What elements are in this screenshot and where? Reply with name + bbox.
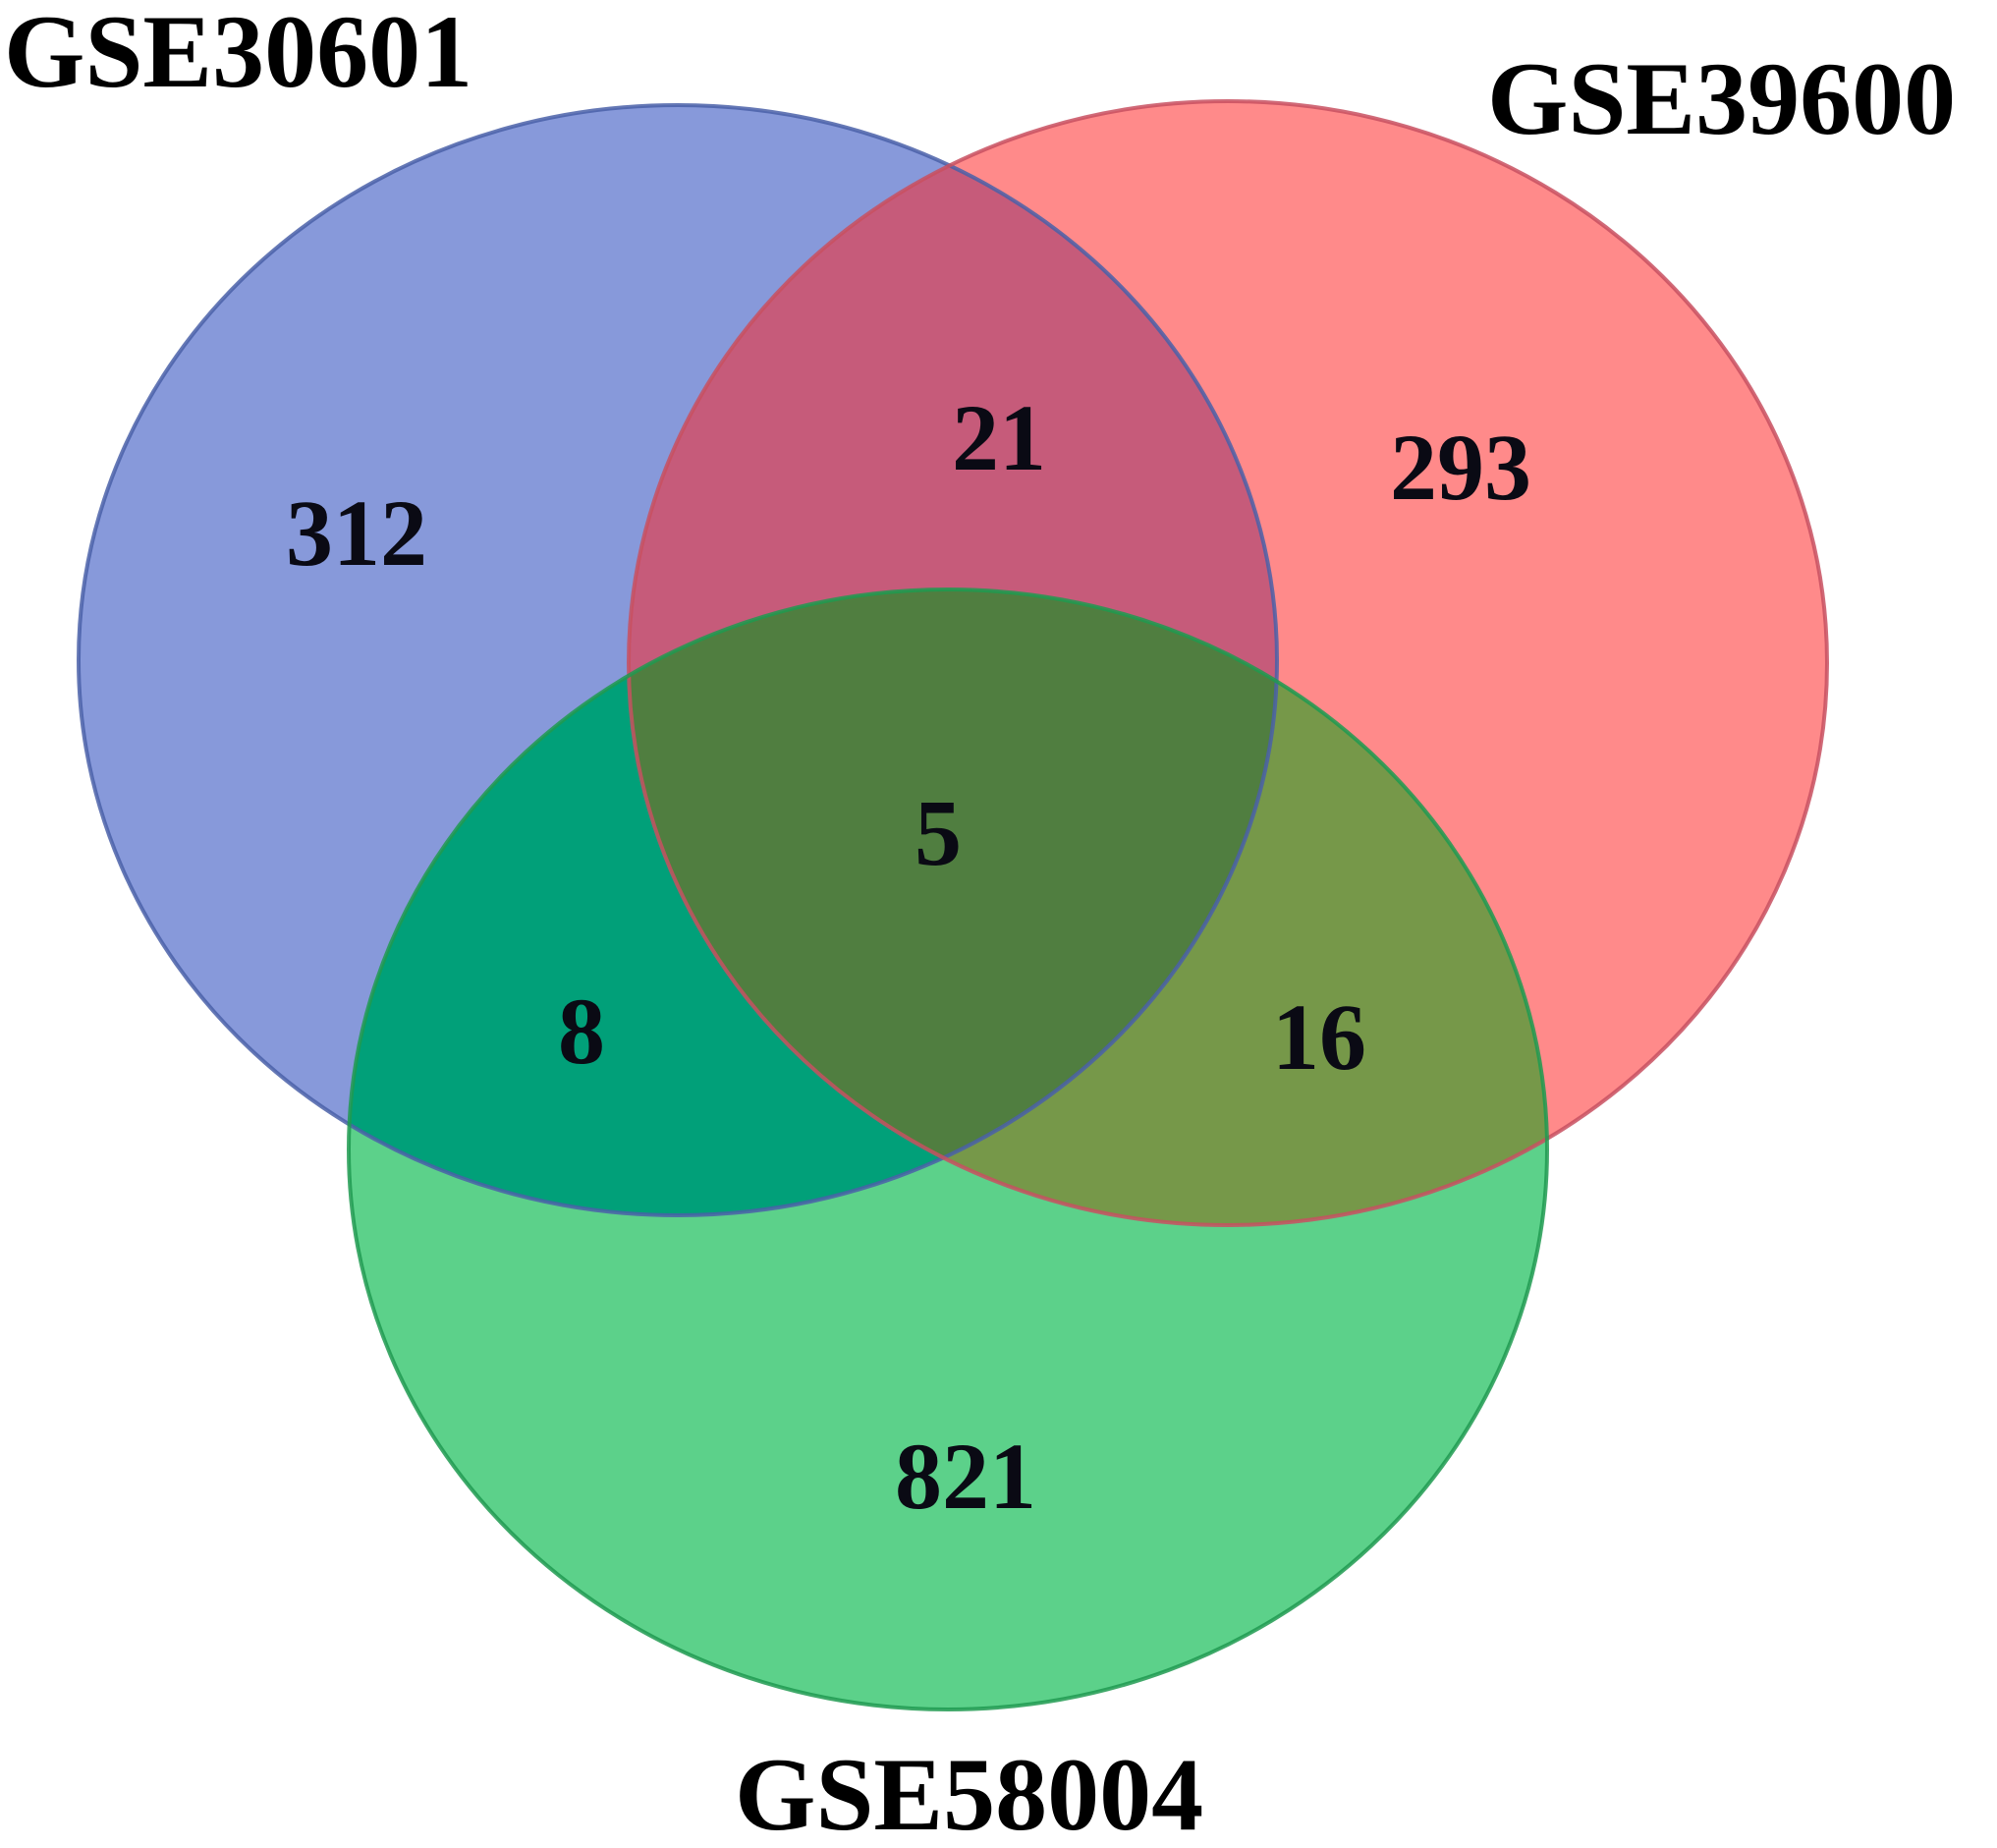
set-label-gse30601: GSE30601 bbox=[4, 0, 472, 109]
set-gse30601-outline bbox=[77, 103, 1279, 1217]
count-gse58004-only: 821 bbox=[895, 1424, 1036, 1529]
count-gse39600-only: 293 bbox=[1390, 415, 1531, 520]
set-label-gse58004: GSE58004 bbox=[735, 1737, 1203, 1848]
count-gse39600-gse58004: 16 bbox=[1272, 984, 1366, 1090]
count-gse30601-gse39600: 21 bbox=[952, 385, 1046, 490]
set-gse58004-outline bbox=[347, 588, 1549, 1711]
count-gse30601-gse58004: 8 bbox=[558, 979, 605, 1084]
set-label-gse39600: GSE39600 bbox=[1487, 41, 1956, 156]
count-all-three: 5 bbox=[915, 780, 962, 885]
count-gse30601-only: 312 bbox=[286, 480, 427, 586]
set-gse39600-outline bbox=[627, 99, 1829, 1227]
